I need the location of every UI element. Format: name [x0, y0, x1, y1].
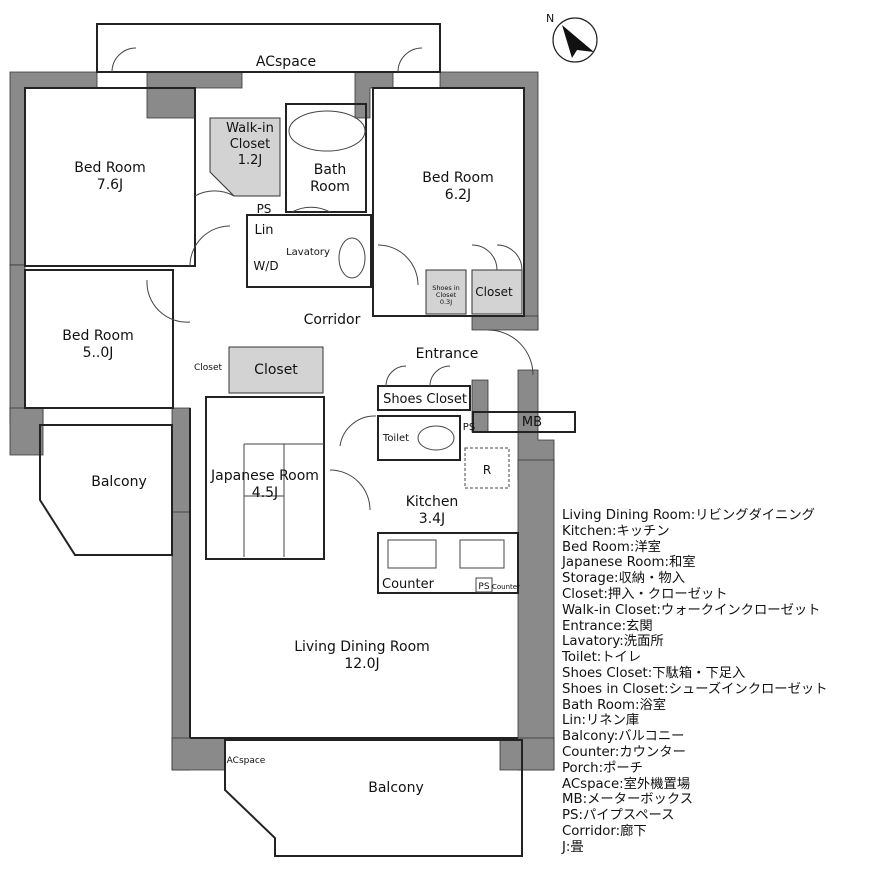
kitchen-size: 3.4J [419, 511, 445, 527]
legend-item: Kitchen:キッチン [562, 523, 670, 539]
north-arrow-icon: N [546, 12, 598, 63]
counter-small-label: Counter [492, 583, 520, 591]
legend-item: Balcony:バルコニー [562, 729, 685, 745]
exterior-walls [9, 71, 555, 771]
legend-item: Porch:ポーチ [562, 760, 643, 776]
legend-item: PS:パイプスペース [562, 808, 675, 824]
counter-label: Counter [382, 577, 435, 592]
legend-item: Counter:カウンター [562, 744, 686, 760]
storage-areas [209, 117, 523, 394]
legend-item: Toilet:トイレ [562, 650, 642, 666]
acspace-top-label: ACspace [256, 54, 316, 70]
ps-label-3: PS [478, 582, 489, 592]
legend-item: MB:メーターボックス [562, 792, 694, 808]
legend-item: ACspace:室外機置場 [562, 776, 691, 792]
legend-item: Storage:収納・物入 [562, 571, 685, 587]
bed-room-1-label: Bed Room [74, 160, 145, 176]
japanese-room-size: 4.5J [252, 485, 278, 501]
shoes-closet-label: Shoes Closet [383, 392, 467, 407]
legend: Living Dining Room:リビングダイニング Kitchen:キッチ… [562, 508, 867, 856]
walkin-closet-label-2: Closet [230, 137, 271, 152]
living-dining-label: Living Dining Room [294, 639, 430, 655]
balcony-bottom-label: Balcony [368, 780, 424, 796]
japanese-room-label: Japanese Room [210, 468, 319, 484]
wd-label: W/D [253, 259, 278, 273]
corridor-label: Corridor [304, 312, 361, 328]
legend-item: Bath Room:浴室 [562, 697, 667, 713]
legend-item: Entrance:玄関 [562, 618, 653, 634]
bath-room-label-2: Room [310, 179, 350, 195]
shoes-in-closet-label-2: Closet [436, 291, 457, 299]
door-swings [111, 47, 534, 511]
refrigerator-label: R [483, 463, 491, 477]
legend-item: Corridor:廊下 [562, 823, 647, 839]
shoes-in-closet-size: 0.3J [440, 298, 452, 306]
legend-item: Closet:押入・クローゼット [562, 586, 728, 602]
closet-right-label: Closet [475, 285, 513, 299]
walkin-closet-label: Walk-in [226, 121, 274, 136]
room-labels: ACspace Bed Room 7.6J Walk-in Closet 1.2… [62, 54, 542, 796]
closet-mid-label: Closet [254, 362, 298, 378]
mb-label: MB [522, 415, 542, 430]
kitchen-label: Kitchen [406, 494, 459, 510]
bath-room-label: Bath [314, 162, 347, 178]
legend-item: Japanese Room:和室 [562, 555, 696, 571]
bed-room-2-size: 6.2J [445, 187, 471, 203]
ps-label-1: PS [257, 202, 272, 216]
thin-lines [243, 110, 510, 593]
shoes-in-closet-label: Shoes in [432, 284, 460, 292]
north-label: N [546, 12, 554, 25]
bed-room-1-size: 7.6J [97, 177, 123, 193]
interior-walls [24, 23, 576, 857]
toilet-label: Toilet [382, 433, 409, 444]
legend-item: Shoes Closet:下駄箱・下足入 [562, 665, 746, 681]
legend-item: Living Dining Room:リビングダイニング [562, 508, 815, 523]
acspace-bottom-label: ACspace [227, 756, 266, 766]
bed-room-3-size: 5..0J [83, 345, 114, 361]
legend-item: J:畳 [562, 839, 584, 855]
legend-item: Lin:リネン庫 [562, 713, 640, 729]
legend-item: Walk-in Closet:ウォークインクローゼット [562, 602, 821, 618]
lin-label: Lin [254, 223, 273, 238]
balcony-left-label: Balcony [91, 474, 147, 490]
legend-item: Shoes in Closet:シューズインクローゼット [562, 681, 828, 697]
legend-item: Lavatory:洗面所 [562, 634, 664, 650]
bed-room-2-label: Bed Room [422, 170, 493, 186]
living-dining-size: 12.0J [344, 656, 379, 672]
lavatory-label: Lavatory [286, 247, 330, 258]
entrance-label: Entrance [416, 346, 479, 362]
walkin-closet-size: 1.2J [238, 153, 263, 168]
closet-small-label: Closet [194, 363, 223, 373]
bed-room-3-label: Bed Room [62, 328, 133, 344]
legend-item: Bed Room:洋室 [562, 539, 661, 555]
ps-label-2: PS [463, 422, 475, 433]
